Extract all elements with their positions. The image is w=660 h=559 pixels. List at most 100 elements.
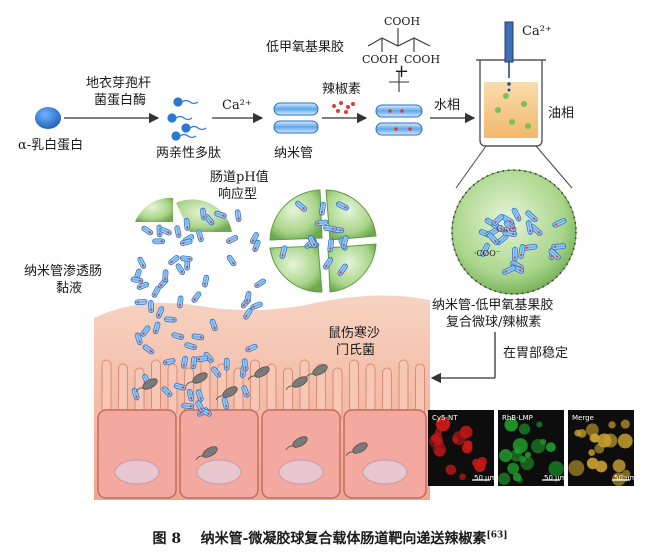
coo-group-label: ·COO⁻ [474,249,501,258]
nanotube-mark [148,300,155,313]
bacterium-mark [215,386,238,401]
nanotube-mark [162,269,169,283]
ph-label-2: 响应型 [218,187,258,202]
pectin-label: 低甲氧基果胶 [266,40,345,55]
bacterium-mark [285,436,308,451]
nanotube-mark [163,316,177,323]
nanotube-mark [511,207,522,222]
nanotube-mark [202,274,210,288]
nanotube-mark [502,265,517,275]
nanotube-mark [214,210,227,219]
nanotube-mark [195,355,209,362]
ca-bridge-label: Ca²⁺ [496,225,517,235]
nanotube-mark [318,201,326,216]
plus-sign: + [394,61,410,82]
lactalbumin-label: α-乳白蛋白 [18,138,84,153]
nanotube-mark [307,235,318,249]
ph-label-1: 肠道pH值 [210,170,269,185]
protein-ball [35,107,61,129]
gastric-stable-label: 在胃部稳定 [503,346,569,361]
nanotube-mark [525,220,534,235]
bacterium-mark [247,366,270,381]
scale-bar-2: 50 μm [544,474,567,482]
nanotube-mark [337,263,348,276]
nanotube-mark [152,238,166,245]
syringe [504,21,514,92]
nanotube-mark [335,201,349,211]
nanotube-mark [184,342,197,351]
capsaicin-label: 辣椒素 [322,82,362,97]
bacterium-mark [195,446,218,461]
nanotube-mark [179,255,193,262]
nanotube-mark [525,210,538,223]
nanotube-mark [141,225,154,236]
caption-ref: [63] [486,530,508,541]
nanotube-mark [130,276,144,284]
intestinal-tissue [94,295,430,500]
salmonella-label-1: 鼠伤寒沙 [328,326,381,341]
nanotube-mark [250,301,263,310]
micrograph-label-2: RhB-LMP [502,414,533,422]
peptides-label: 两亲性多肽 [156,146,222,161]
epithelial-cells [97,409,427,499]
ca-ion-label-2: Ca²⁺ [522,24,552,39]
nanotube-mark [491,213,505,226]
bacterium-mark [285,376,308,391]
nanotube-mark [175,263,186,276]
zoom-line-left [455,145,487,189]
nanotube-mark [340,235,349,249]
cooh-left: COOH [362,53,399,66]
complex-label-1: 纳米管-低甲氧基果胶 [432,298,554,313]
nanotube-mark [162,358,176,366]
bacterium-mark [345,442,368,457]
nanotube-mark [211,366,222,378]
nanotube-mark [137,256,147,269]
nanotube-mark [487,232,499,245]
scale-bar-1: 50 μm [474,474,497,482]
loaded-nanotube-icon [375,104,423,136]
aqueous-phase-label: 水相 [434,98,461,113]
nanotube-mark [190,356,197,370]
nanotube-mark [511,246,518,262]
nanotube-mark [173,383,187,391]
nanotube-mark [502,229,518,237]
peptide-icons [167,97,207,141]
nanotube-mark [176,295,184,309]
nanotube-mark [136,281,149,290]
nanotube-mark [140,325,151,337]
nanotube-mark [295,200,307,212]
nanotube-mark [174,225,182,238]
micrograph-panel-2 [498,410,564,486]
nanotube-mark [518,244,526,259]
nanotube-mark [226,235,239,244]
penetrate-label-2: 黏液 [56,281,83,296]
nanotube-mark [503,220,517,233]
nanotube-mark [152,321,161,335]
enzyme-label-1: 地衣芽孢杆 [86,76,152,91]
nanotube-mark [134,298,148,306]
figure-caption: 图 8 纳米管-微凝胶球复合载体肠道靶向递送辣椒素[63] [0,528,660,548]
nanotube-mark [131,387,140,401]
nanotube-mark [241,385,250,398]
nanotube-mark [191,291,202,303]
nanotube-mark [195,400,205,413]
nanotube-mark [279,245,288,259]
nanotube-mark [183,217,191,231]
bacterium-mark [135,378,158,393]
nanotube-mark [134,332,143,346]
fluorescence-micrographs [428,410,634,486]
nanotube-mark [161,386,173,397]
nanotube-mark [196,229,204,243]
nanotube-mark [480,242,490,257]
bacterium-mark [185,372,208,387]
bacterium-mark [305,364,328,379]
pectin-structure [367,28,431,92]
nanotube-mark [552,218,567,228]
ca-ion-label-1: Ca²⁺ [222,98,252,113]
penetrate-label-1: 纳米管渗透肠 [24,264,103,279]
nanotube-mark [191,333,205,341]
nanotube-mark [181,355,188,369]
cooh-top: COOH [384,15,421,28]
nanotube-mark [241,358,249,372]
